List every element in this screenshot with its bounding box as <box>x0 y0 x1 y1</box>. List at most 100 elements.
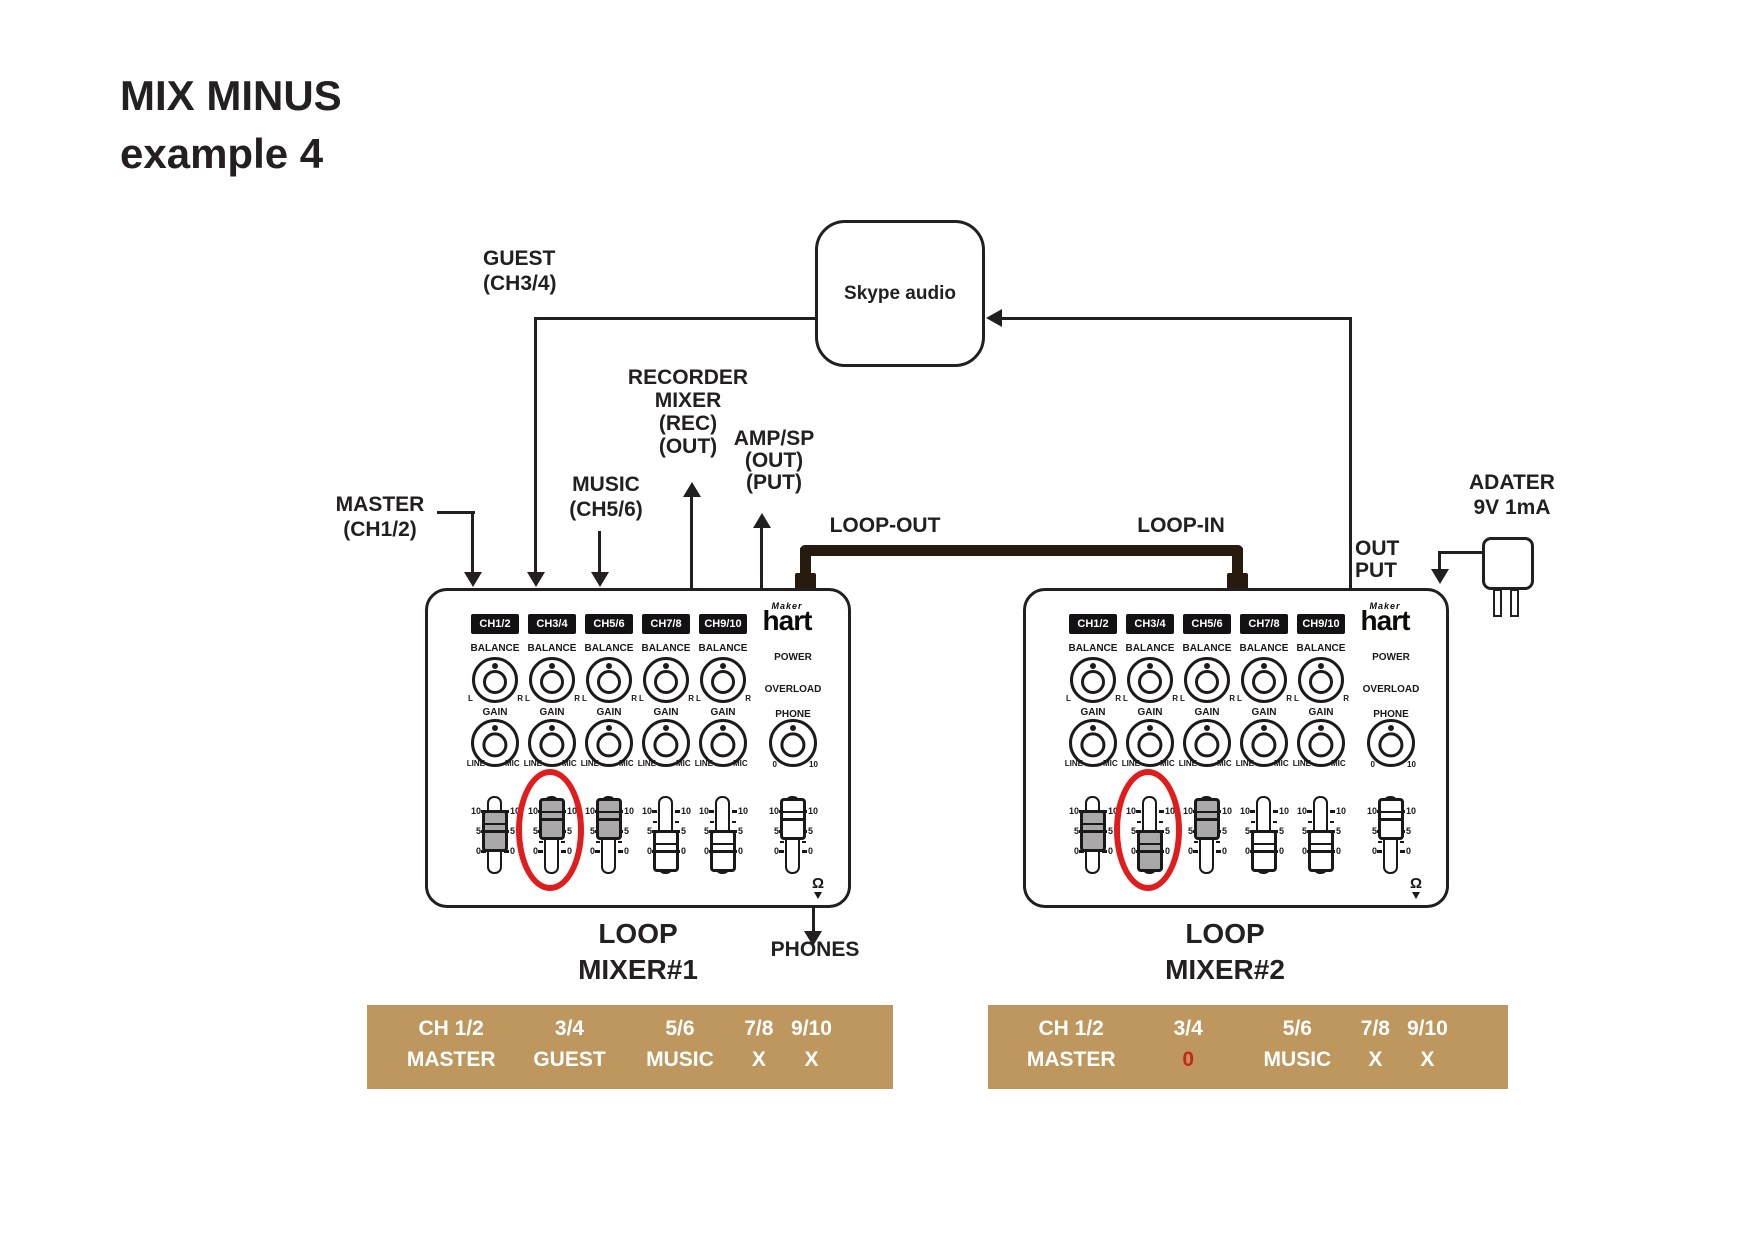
slider-scale-left: 0 <box>646 846 652 856</box>
slider-scale-left: 0 <box>589 846 595 856</box>
knob-inner-ring <box>710 732 736 758</box>
slider-scale-left: 10 <box>641 806 652 816</box>
slider-scale-middash <box>1330 821 1334 823</box>
knob-indicator-dot <box>1318 663 1324 669</box>
balance-label: BALANCE <box>698 643 748 654</box>
gain-line-label: LINE <box>1064 759 1083 768</box>
knob-indicator-dot <box>1147 663 1153 669</box>
loop-in-label: LOOP-IN <box>1137 514 1225 537</box>
slider-scale-right: 0 <box>624 846 630 856</box>
slider-scale-right: 0 <box>1108 846 1114 856</box>
master-line-horizontal <box>437 511 475 514</box>
channel-label: CH7/8 <box>1240 614 1288 634</box>
slider-scale-middash <box>802 841 806 843</box>
balance-knob <box>472 657 518 703</box>
gain-knob <box>528 719 576 767</box>
gain-label: GAIN <box>1137 707 1163 718</box>
power-label: POWER <box>774 652 812 663</box>
slider-scale-middash <box>1308 821 1312 823</box>
slider-scale-dash <box>1377 850 1382 853</box>
gain-label: GAIN <box>539 707 565 718</box>
balance-knob <box>643 657 689 703</box>
slider-scale-right: 10 <box>1336 806 1347 816</box>
slider-cap <box>710 830 736 872</box>
table-cell-channel: 5/6 <box>665 1017 695 1040</box>
overload-label: OVERLOAD <box>764 684 822 695</box>
knob-inner-ring <box>1308 732 1334 758</box>
balance-label: BALANCE <box>1068 643 1118 654</box>
slider-cap <box>1378 798 1404 840</box>
loop-out-plug <box>795 573 816 590</box>
logo-maker-text: Maker <box>771 601 803 611</box>
balance-left-label: L <box>1180 694 1185 703</box>
slider-cap <box>1080 810 1106 852</box>
recorder-line-vertical <box>690 496 693 590</box>
balance-right-label: R <box>1286 694 1292 703</box>
knob-inner-ring <box>1138 669 1162 694</box>
table-cell-channel: 7/8 <box>1360 1017 1390 1040</box>
adapter-prong-left <box>1493 589 1502 617</box>
knob-inner-ring <box>597 669 621 694</box>
table-cell-channel: 3/4 <box>554 1017 585 1040</box>
gain-knob <box>1297 719 1345 767</box>
slider-cap <box>780 798 806 840</box>
slider-scale-left: 10 <box>1366 806 1377 816</box>
power-adapter-icon <box>1482 537 1534 590</box>
knob-inner-ring <box>540 669 564 694</box>
knob-indicator-dot <box>606 663 612 669</box>
balance-knob <box>700 657 746 703</box>
slider-scale-right: 0 <box>510 846 516 856</box>
phone-min-label: 0 <box>1370 760 1375 769</box>
slider-scale-dash <box>1400 850 1405 853</box>
gain-mic-label: MIC <box>505 759 520 768</box>
knob-inner-ring <box>1194 732 1220 758</box>
knob-inner-ring <box>539 732 565 758</box>
adapter-prong-right <box>1510 589 1519 617</box>
phone-max-label: 10 <box>1407 760 1416 769</box>
knob-indicator-dot <box>1261 663 1267 669</box>
highlight-ellipse <box>516 769 584 891</box>
guest-line-vertical <box>534 317 537 573</box>
headphone-jack-icon: Ω <box>1404 876 1428 899</box>
table-cell-role: 0 <box>1182 1048 1195 1071</box>
slider-scale-dash <box>1330 810 1335 813</box>
loop-cable-right-drop <box>1232 548 1243 576</box>
table-cell-role: X <box>1420 1048 1435 1071</box>
knob-indicator-dot <box>492 663 498 669</box>
gain-label: GAIN <box>1080 707 1106 718</box>
balance-left-label: L <box>1123 694 1128 703</box>
balance-right-label: R <box>1343 694 1349 703</box>
phones-arrowhead <box>804 931 822 946</box>
table-cell-role: MASTER <box>406 1048 496 1071</box>
slider-scale-middash <box>1194 841 1198 843</box>
skype-audio-node: Skype audio <box>815 220 985 367</box>
balance-left-label: L <box>582 694 587 703</box>
slider-scale-left: 10 <box>768 806 779 816</box>
slider-scale-right: 10 <box>624 806 635 816</box>
guest-line-horizontal <box>535 317 817 320</box>
balance-right-label: R <box>1229 694 1235 703</box>
slider-cap <box>1194 798 1220 840</box>
table-cell-channel: 9/10 <box>1406 1017 1448 1040</box>
knob-indicator-dot <box>1090 663 1096 669</box>
balance-left-label: L <box>1294 694 1299 703</box>
slider-scale-left: 0 <box>773 846 779 856</box>
slider-scale-middash <box>653 821 657 823</box>
page-title-line2: example 4 <box>120 130 324 177</box>
slider-scale-right: 0 <box>1406 846 1412 856</box>
slider-scale-middash <box>780 841 784 843</box>
slider-scale-dash <box>504 850 509 853</box>
balance-label: BALANCE <box>1239 643 1289 654</box>
slider-scale-dash <box>1216 850 1221 853</box>
master-line-vertical <box>471 511 474 573</box>
channel-label: CH9/10 <box>699 614 747 634</box>
channel-label: CH3/4 <box>1126 614 1174 634</box>
